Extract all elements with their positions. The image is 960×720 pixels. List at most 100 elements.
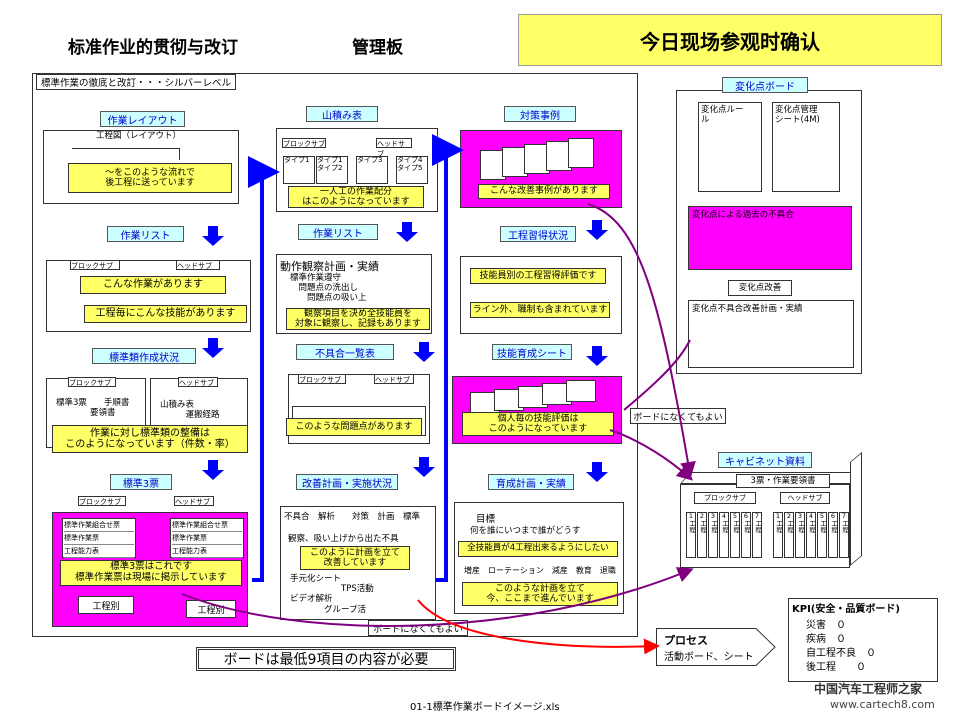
watermark-logo-text: 中国汽车工程师之家 bbox=[814, 682, 923, 696]
tab-block-sub-1: ブロックサブ bbox=[70, 260, 120, 270]
cabinet-file-number: 3 bbox=[797, 512, 803, 520]
header-standards: 標準類作成状況 bbox=[92, 348, 196, 364]
yamazumi-bar: タイプ1 タイプ2 bbox=[316, 156, 348, 184]
cabinet-title: 3票・作業要領書 bbox=[736, 474, 830, 488]
callout-minimum-items: ボードは最低9項目の内容が必要 bbox=[196, 647, 456, 671]
sheet-lines-left: 標準作業組合せ票標準作業票工程能力表 bbox=[64, 519, 134, 558]
training-goal-title: 目標 bbox=[476, 514, 496, 525]
cabinet-file-unit: 工程 bbox=[687, 520, 696, 534]
today-check-banner: 今日现场参观时确认 bbox=[518, 14, 942, 66]
sheet-line: 標準作業票 bbox=[64, 532, 134, 545]
header-training: 育成計画・実績 bbox=[488, 474, 574, 490]
header-work-list-1: 作業リスト bbox=[107, 226, 184, 242]
standards-note: 作業に対し標準類の整備は このようになっています（件数・率） bbox=[52, 425, 248, 453]
tab-block-sub-4: ブロックサブ bbox=[282, 138, 326, 148]
header-yamazumi: 山積み表 bbox=[306, 106, 378, 122]
sheet-line: 工程能力表 bbox=[172, 545, 242, 558]
cabinet-file-number: 7 bbox=[754, 512, 760, 520]
flow-line bbox=[72, 148, 180, 160]
yamazumi-bar: タイプ1 bbox=[283, 156, 315, 184]
process-sheet-2: 工程別 bbox=[186, 600, 236, 618]
kpi-board bbox=[788, 598, 938, 682]
cabinet-file-unit: 工程 bbox=[774, 520, 783, 534]
down-arrow-2 bbox=[202, 348, 224, 358]
work-list-note-2: 工程毎にこんな技能があります bbox=[84, 305, 247, 323]
process-text: 活動ボード、シート bbox=[664, 652, 754, 663]
cabinet-file-number: 5 bbox=[732, 512, 738, 520]
cases-note: こんな改善事例があります bbox=[478, 184, 610, 199]
cabinet-file-number: 2 bbox=[786, 512, 792, 520]
footer-filename: 01-1標準作業ボードイメージ.xls bbox=[410, 702, 560, 713]
tab-block-sub-6: ブロックサブ bbox=[694, 492, 756, 504]
blue-connector-1 bbox=[248, 156, 280, 582]
main-board-title: 標準作業の徹底と改訂・・・シルバーレベル bbox=[36, 74, 237, 90]
down-arrow-7 bbox=[586, 230, 608, 240]
kpi-item: 自工程不良 ０ bbox=[806, 648, 876, 659]
banner-text: 今日现场参观时确认 bbox=[640, 29, 820, 54]
header-cabinet: キャビネット資料 bbox=[718, 452, 812, 468]
cabinet-file-unit: 工程 bbox=[720, 520, 729, 534]
case-doc bbox=[568, 138, 594, 168]
cabinet-file-number: 4 bbox=[721, 512, 727, 520]
cabinet-file-number: 1 bbox=[775, 512, 781, 520]
process-title: プロセス bbox=[664, 634, 708, 647]
header-defects: 不具合一覧表 bbox=[296, 344, 394, 360]
cabinet-file-unit: 工程 bbox=[829, 520, 838, 534]
change-rule-item: 変化点ルー ル bbox=[698, 102, 762, 192]
down-arrow-5 bbox=[413, 352, 435, 362]
cabinet-file-unit: 工程 bbox=[753, 520, 762, 534]
layout-note: ～をこのような流れで 後工程に送っています bbox=[68, 163, 232, 193]
tab-block-sub-5: ブロックサブ bbox=[298, 374, 346, 384]
cabinet-file-unit: 工程 bbox=[785, 520, 794, 534]
sheet-line: 標準作業票 bbox=[172, 532, 242, 545]
process-sheet-1: 工程別 bbox=[78, 596, 134, 614]
cabinet-file-number: 6 bbox=[743, 512, 749, 520]
down-arrow-6 bbox=[413, 467, 435, 477]
yamazumi-bar: タイプ4 タイプ5 bbox=[396, 156, 428, 184]
motion-plan-title: 動作観察計画・実績 bbox=[280, 260, 379, 273]
sheet-line: 標準作業組合せ票 bbox=[172, 519, 242, 532]
skill-status-note-2: ライン外、職制も含まれています bbox=[470, 302, 610, 318]
cabinet-file-number: 3 bbox=[710, 512, 716, 520]
purple-arrow-skill bbox=[609, 429, 693, 481]
header-three-sheets: 標準3票 bbox=[110, 474, 172, 490]
cabinet-file-unit: 工程 bbox=[731, 520, 740, 534]
skill-doc bbox=[566, 380, 596, 402]
blue-connector-2 bbox=[432, 134, 464, 582]
skill-sheet-note: 個人毎の技能評価は このようになっています bbox=[462, 412, 614, 436]
header-skill-status: 工程習得状況 bbox=[500, 226, 576, 242]
sheet-line: 工程能力表 bbox=[64, 545, 134, 558]
work-list-note-1: こんな作業があります bbox=[80, 276, 226, 294]
header-change-board: 変化点ボード bbox=[722, 77, 808, 93]
sheet-line: 標準作業組合せ票 bbox=[64, 519, 134, 532]
page-title: 标准作业的贯彻与改订 bbox=[68, 38, 238, 58]
yamazumi-note: 一人工の作業配分 はこのようになっています bbox=[288, 186, 424, 208]
header-cases: 対策事例 bbox=[504, 106, 576, 122]
cabinet-file-number: 2 bbox=[699, 512, 705, 520]
cabinet-file-unit: 工程 bbox=[709, 520, 718, 534]
down-arrow-3 bbox=[202, 470, 224, 480]
header-change-improve: 変化点改善 bbox=[728, 280, 792, 296]
tab-head-sub-3: ヘッドサブ bbox=[174, 496, 214, 506]
process-arrow-box bbox=[656, 628, 776, 666]
down-arrow-9 bbox=[586, 472, 608, 482]
tab-block-sub-2: ブロックサブ bbox=[68, 377, 116, 387]
down-arrow-1-shaft bbox=[208, 226, 218, 237]
kpi-item: 疾病 ０ bbox=[806, 634, 846, 645]
tab-head-sub-5: ヘッドサブ bbox=[374, 374, 414, 384]
tab-head-sub-6: ヘッドサブ bbox=[780, 492, 830, 504]
change-sheet-item: 変化点管理 シート(4M) bbox=[772, 102, 840, 192]
standards-text-2: 山積み表 運搬経路 bbox=[160, 400, 220, 421]
standards-text-1: 標準3票 手順書 要領書 bbox=[56, 398, 130, 419]
improvement-extra: 手元化シート TPS活動 ビデオ解析 グループ活 bbox=[290, 574, 374, 615]
change-past-defects: 変化点による過去の不具合 bbox=[688, 206, 852, 270]
process-arrow-shape bbox=[656, 628, 776, 666]
